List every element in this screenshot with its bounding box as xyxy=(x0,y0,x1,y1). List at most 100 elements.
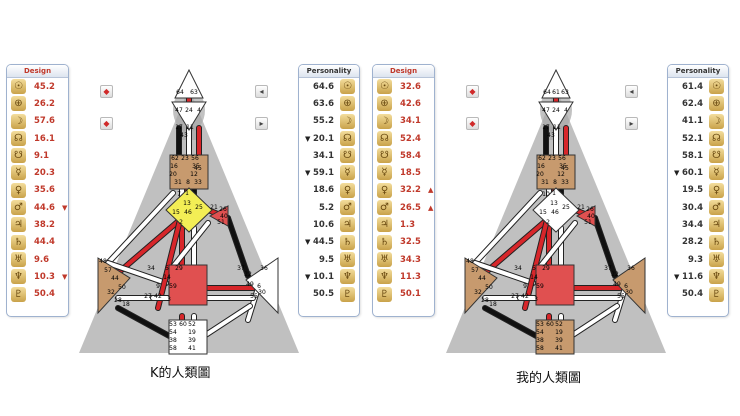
planet-row: ♄ 44.4 xyxy=(7,234,68,251)
sacral-center xyxy=(168,264,208,306)
design-prev-arrow-icon[interactable]: ◆ xyxy=(466,85,479,98)
personality-next-arrow-icon[interactable]: ▸ xyxy=(255,117,268,130)
channel xyxy=(483,216,551,275)
ajna-gate-label: 47 xyxy=(542,107,550,114)
gate-label: 23 xyxy=(548,155,556,162)
channel xyxy=(116,306,175,340)
gate-value: 45.2 xyxy=(34,81,55,92)
planet-row: ♄32.5 xyxy=(373,234,434,251)
planet-row: ♅34.3 xyxy=(373,251,434,268)
planet-row: ☉64.6 xyxy=(299,78,359,95)
gate-label: 50 xyxy=(485,284,493,291)
gate-value: 61.4 xyxy=(682,81,703,92)
personality-prev-arrow-icon[interactable]: ◂ xyxy=(625,85,638,98)
planet-row: ♇50.1 xyxy=(373,286,434,303)
gate-label: 6 xyxy=(257,283,261,290)
gate-label: 57 xyxy=(104,267,112,274)
neptune-icon: ♆ xyxy=(377,269,392,285)
gate-value: 28.2 xyxy=(682,237,703,248)
gate-value: 44.5 xyxy=(313,237,334,248)
gate-label: 17 xyxy=(542,124,550,131)
throat-center xyxy=(536,154,576,190)
gate-label: 49 xyxy=(613,281,621,288)
gate-label: 34 xyxy=(147,265,155,272)
planet-row: ⊕26.2 xyxy=(7,95,68,112)
gate-label: 50 xyxy=(118,284,126,291)
exaltation-arrow-icon: ▼ xyxy=(305,272,311,281)
gate-value: 50.4 xyxy=(682,289,703,300)
planet-row: ♆10.3▼ xyxy=(7,268,68,285)
channel xyxy=(593,216,617,278)
gate-value: 50.4 xyxy=(34,289,55,300)
saturn-icon: ♄ xyxy=(709,234,724,250)
gate-label: 31 xyxy=(541,179,549,186)
gate-label: 45 xyxy=(561,165,569,172)
pluto-icon: ♇ xyxy=(11,286,26,302)
gate-label: 6 xyxy=(624,283,628,290)
planet-row: ⊕62.4 xyxy=(668,95,728,112)
gate-value: 9.3 xyxy=(687,254,703,265)
gate-label: 23 xyxy=(181,155,189,162)
gate-label: 29 xyxy=(542,265,550,272)
gate-label: 13 xyxy=(550,200,558,207)
gate-label: 53 xyxy=(169,321,177,328)
gate-label: 56 xyxy=(191,155,199,162)
planet-row: ☿59.1▼ xyxy=(299,164,359,181)
gate-label: 43 xyxy=(547,132,555,139)
gate-label: 14 xyxy=(530,274,538,281)
gate-label: 1 xyxy=(185,190,189,197)
spleen-center xyxy=(97,257,131,315)
sun-icon: ☉ xyxy=(377,79,392,94)
gate-label: 30 xyxy=(625,289,633,296)
gate-value: 30.4 xyxy=(682,202,703,213)
planet-row: ♃1.3 xyxy=(373,216,434,233)
gate-label: 52 xyxy=(188,321,196,328)
gate-label: 3 xyxy=(167,296,171,303)
design-next-arrow-icon[interactable]: ◆ xyxy=(466,117,479,130)
channel xyxy=(106,261,168,285)
head-gate-label: 64 xyxy=(176,89,184,96)
ajna-gate-label: 24 xyxy=(552,107,560,114)
gate-label: 12 xyxy=(190,171,198,178)
gate-label: 34 xyxy=(514,265,522,272)
head-gate-label: 64 xyxy=(543,89,551,96)
uranus-icon: ♅ xyxy=(340,251,355,267)
head-center xyxy=(174,68,204,99)
saturn-icon: ♄ xyxy=(11,234,26,250)
head-gate-label: 61 xyxy=(552,89,560,96)
gate-label: 51 xyxy=(584,219,592,226)
gate-label: 22 xyxy=(244,271,252,278)
design-prev-arrow-icon[interactable]: ◆ xyxy=(100,85,113,98)
gate-label: 19 xyxy=(555,329,563,336)
gate-value: 20.3 xyxy=(34,168,55,179)
gate-label: 52 xyxy=(555,321,563,328)
south-node-icon: ☋ xyxy=(377,148,392,164)
gate-label: 57 xyxy=(471,267,479,274)
planet-row: ☋58.4 xyxy=(373,147,434,164)
gate-label: 36 xyxy=(627,265,635,272)
sun-icon: ☉ xyxy=(709,79,724,94)
gate-value: 10.3 xyxy=(34,271,55,282)
gate-value: 11.3 xyxy=(400,271,421,282)
gate-label: 44 xyxy=(111,275,119,282)
personality-next-arrow-icon[interactable]: ▸ xyxy=(625,117,638,130)
channel xyxy=(116,216,184,275)
design-next-arrow-icon[interactable]: ◆ xyxy=(100,117,113,130)
channel xyxy=(613,286,627,322)
mercury-icon: ☿ xyxy=(709,165,724,181)
gate-label: 18 xyxy=(489,301,497,308)
head-gate-label: 63 xyxy=(190,89,198,96)
gate-label: 8 xyxy=(553,179,557,186)
ajna-center xyxy=(538,101,574,131)
mars-icon: ♂ xyxy=(377,200,392,216)
sun-icon: ☉ xyxy=(340,79,355,94)
jupiter-icon: ♃ xyxy=(709,217,724,233)
gate-label: 44 xyxy=(478,275,486,282)
exaltation-arrow-icon: ▼ xyxy=(62,203,68,212)
spleen-center xyxy=(464,257,498,315)
personality-prev-arrow-icon[interactable]: ◂ xyxy=(255,85,268,98)
planet-row: ☽34.1 xyxy=(373,113,434,130)
pluto-icon: ♇ xyxy=(377,286,392,302)
gate-value: 44.4 xyxy=(34,237,55,248)
